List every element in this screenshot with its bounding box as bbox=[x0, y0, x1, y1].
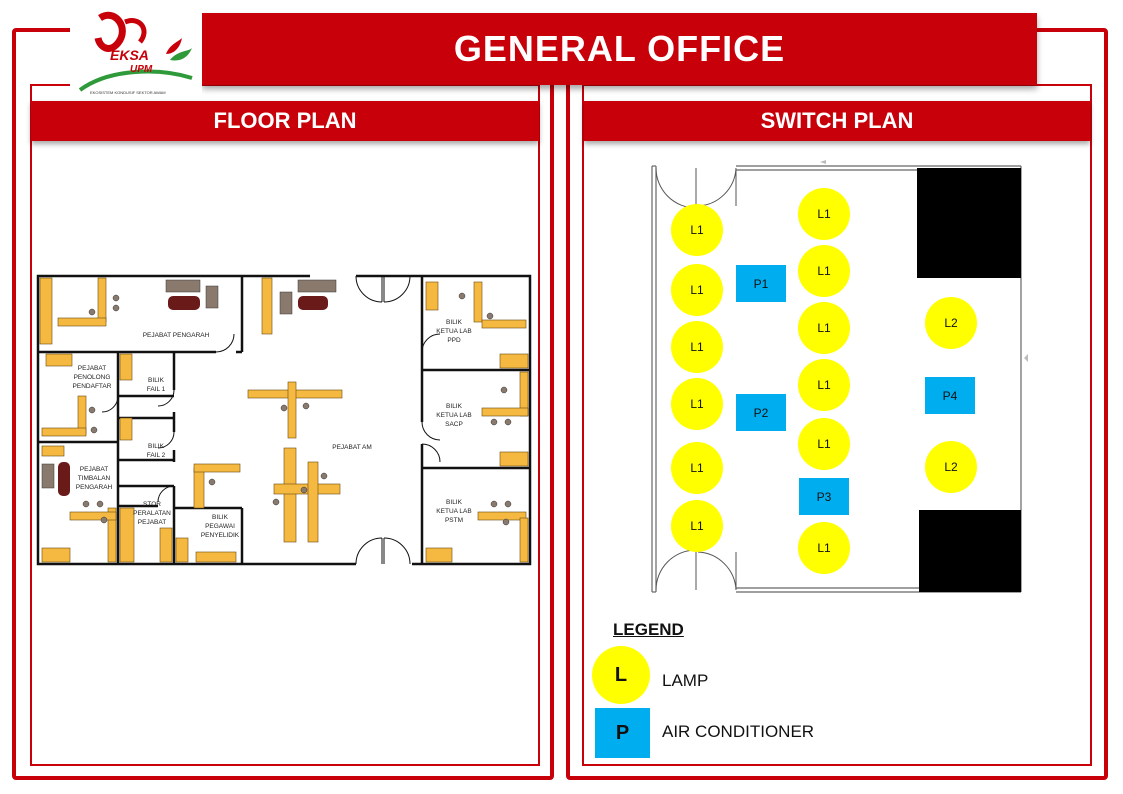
svg-text:SACP: SACP bbox=[445, 421, 463, 428]
svg-text:L1: L1 bbox=[690, 461, 704, 475]
lamp: L1 bbox=[798, 522, 850, 574]
lamp: L1 bbox=[798, 418, 850, 470]
svg-text:PEJABAT PENGARAH: PEJABAT PENGARAH bbox=[143, 332, 210, 339]
svg-text:L1: L1 bbox=[690, 519, 704, 533]
svg-text:PSTM: PSTM bbox=[445, 517, 463, 524]
svg-text:L1: L1 bbox=[690, 283, 704, 297]
lamp: L1 bbox=[671, 500, 723, 552]
svg-text:L1: L1 bbox=[817, 541, 831, 555]
svg-text:BILIK: BILIK bbox=[446, 319, 463, 326]
svg-text:PEGAWAI: PEGAWAI bbox=[205, 523, 235, 530]
svg-text:KETUA LAB: KETUA LAB bbox=[436, 328, 471, 335]
svg-text:PENDAFTAR: PENDAFTAR bbox=[73, 383, 112, 390]
eksa-logo: EKSA UPM EKOSISTEM KONDUSIF SEKTOR AWAM bbox=[70, 8, 202, 98]
air-conditioner: P1 bbox=[736, 265, 786, 302]
svg-text:L1: L1 bbox=[817, 437, 831, 451]
svg-text:BILIK: BILIK bbox=[148, 377, 165, 384]
svg-text:STOR: STOR bbox=[143, 501, 161, 508]
svg-text:P3: P3 bbox=[817, 490, 832, 504]
legend-lamp-label: LAMP bbox=[662, 671, 709, 690]
switch-plan-heading: SWITCH PLAN bbox=[584, 101, 1090, 141]
lamp: L1 bbox=[671, 264, 723, 316]
lamp: L1 bbox=[671, 204, 723, 256]
svg-text:BILIK: BILIK bbox=[446, 499, 463, 506]
wall-block bbox=[917, 168, 1021, 278]
svg-text:L1: L1 bbox=[817, 321, 831, 335]
legend-lamp-symbol: L bbox=[592, 646, 650, 704]
svg-text:BILIK: BILIK bbox=[446, 403, 463, 410]
svg-text:KETUA LAB: KETUA LAB bbox=[436, 508, 471, 515]
svg-text:EKSA: EKSA bbox=[110, 47, 149, 63]
air-conditioner: P3 bbox=[799, 478, 849, 515]
svg-text:KETUA LAB: KETUA LAB bbox=[436, 412, 471, 419]
svg-text:FAIL 1: FAIL 1 bbox=[147, 386, 166, 393]
lamp: L1 bbox=[671, 321, 723, 373]
svg-text:FAIL 2: FAIL 2 bbox=[147, 452, 166, 459]
lamp: L2 bbox=[925, 441, 977, 493]
svg-text:PEJABAT AM: PEJABAT AM bbox=[332, 444, 372, 451]
floor-plan-heading: FLOOR PLAN bbox=[31, 101, 539, 141]
svg-text:UPM: UPM bbox=[130, 64, 153, 75]
page-title: GENERAL OFFICE bbox=[202, 13, 1037, 85]
svg-text:L2: L2 bbox=[944, 460, 958, 474]
lamp: L1 bbox=[798, 302, 850, 354]
lamp: L1 bbox=[671, 378, 723, 430]
svg-text:BILIK: BILIK bbox=[212, 514, 229, 521]
svg-text:BILIK: BILIK bbox=[148, 443, 165, 450]
svg-text:L1: L1 bbox=[690, 397, 704, 411]
lamp: L2 bbox=[925, 297, 977, 349]
lamp: L1 bbox=[798, 359, 850, 411]
svg-text:L1: L1 bbox=[690, 340, 704, 354]
air-conditioner: P4 bbox=[925, 377, 975, 414]
wall-block bbox=[919, 510, 1021, 592]
svg-text:P4: P4 bbox=[943, 389, 958, 403]
legend-title: LEGEND bbox=[613, 620, 684, 639]
svg-text:PENOLONG: PENOLONG bbox=[74, 374, 111, 381]
svg-text:L1: L1 bbox=[690, 223, 704, 237]
svg-text:PENYELIDIK: PENYELIDIK bbox=[201, 532, 240, 539]
svg-text:PEJABAT: PEJABAT bbox=[78, 365, 106, 372]
svg-text:TIMBALAN: TIMBALAN bbox=[78, 475, 111, 482]
svg-text:P1: P1 bbox=[754, 277, 769, 291]
lamp: L1 bbox=[798, 245, 850, 297]
svg-text:L1: L1 bbox=[817, 207, 831, 221]
switch-plan-panel-inner bbox=[582, 84, 1092, 766]
eksa-logo-icon: EKSA UPM EKOSISTEM KONDUSIF SEKTOR AWAM bbox=[78, 12, 193, 95]
floor-plan-drawing: PEJABAT PENGARAH PEJABAT PENOLONG PENDAF… bbox=[36, 274, 532, 566]
svg-text:EKOSISTEM KONDUSIF SEKTOR AWAM: EKOSISTEM KONDUSIF SEKTOR AWAM bbox=[90, 90, 166, 95]
svg-text:L1: L1 bbox=[817, 378, 831, 392]
svg-text:PERALATAN: PERALATAN bbox=[133, 510, 171, 517]
svg-text:PEJABAT: PEJABAT bbox=[138, 519, 166, 526]
svg-text:L1: L1 bbox=[817, 264, 831, 278]
svg-text:P2: P2 bbox=[754, 406, 769, 420]
svg-text:L2: L2 bbox=[944, 316, 958, 330]
lamp: L1 bbox=[671, 442, 723, 494]
svg-text:PPD: PPD bbox=[447, 337, 461, 344]
svg-text:PENGARAH: PENGARAH bbox=[76, 484, 113, 491]
svg-text:PEJABAT: PEJABAT bbox=[80, 466, 108, 473]
lamp: L1 bbox=[798, 188, 850, 240]
legend-ac-symbol: P bbox=[595, 708, 650, 758]
switch-plan-drawing: L1 L1 L1 L1 L1 L1 L1 L1 L1 L1 L1 L1 L1 L… bbox=[651, 160, 1028, 593]
legend-ac-label: AIR CONDITIONER bbox=[662, 722, 815, 741]
floor-plan-panel-inner bbox=[30, 84, 540, 766]
air-conditioner: P2 bbox=[736, 394, 786, 431]
